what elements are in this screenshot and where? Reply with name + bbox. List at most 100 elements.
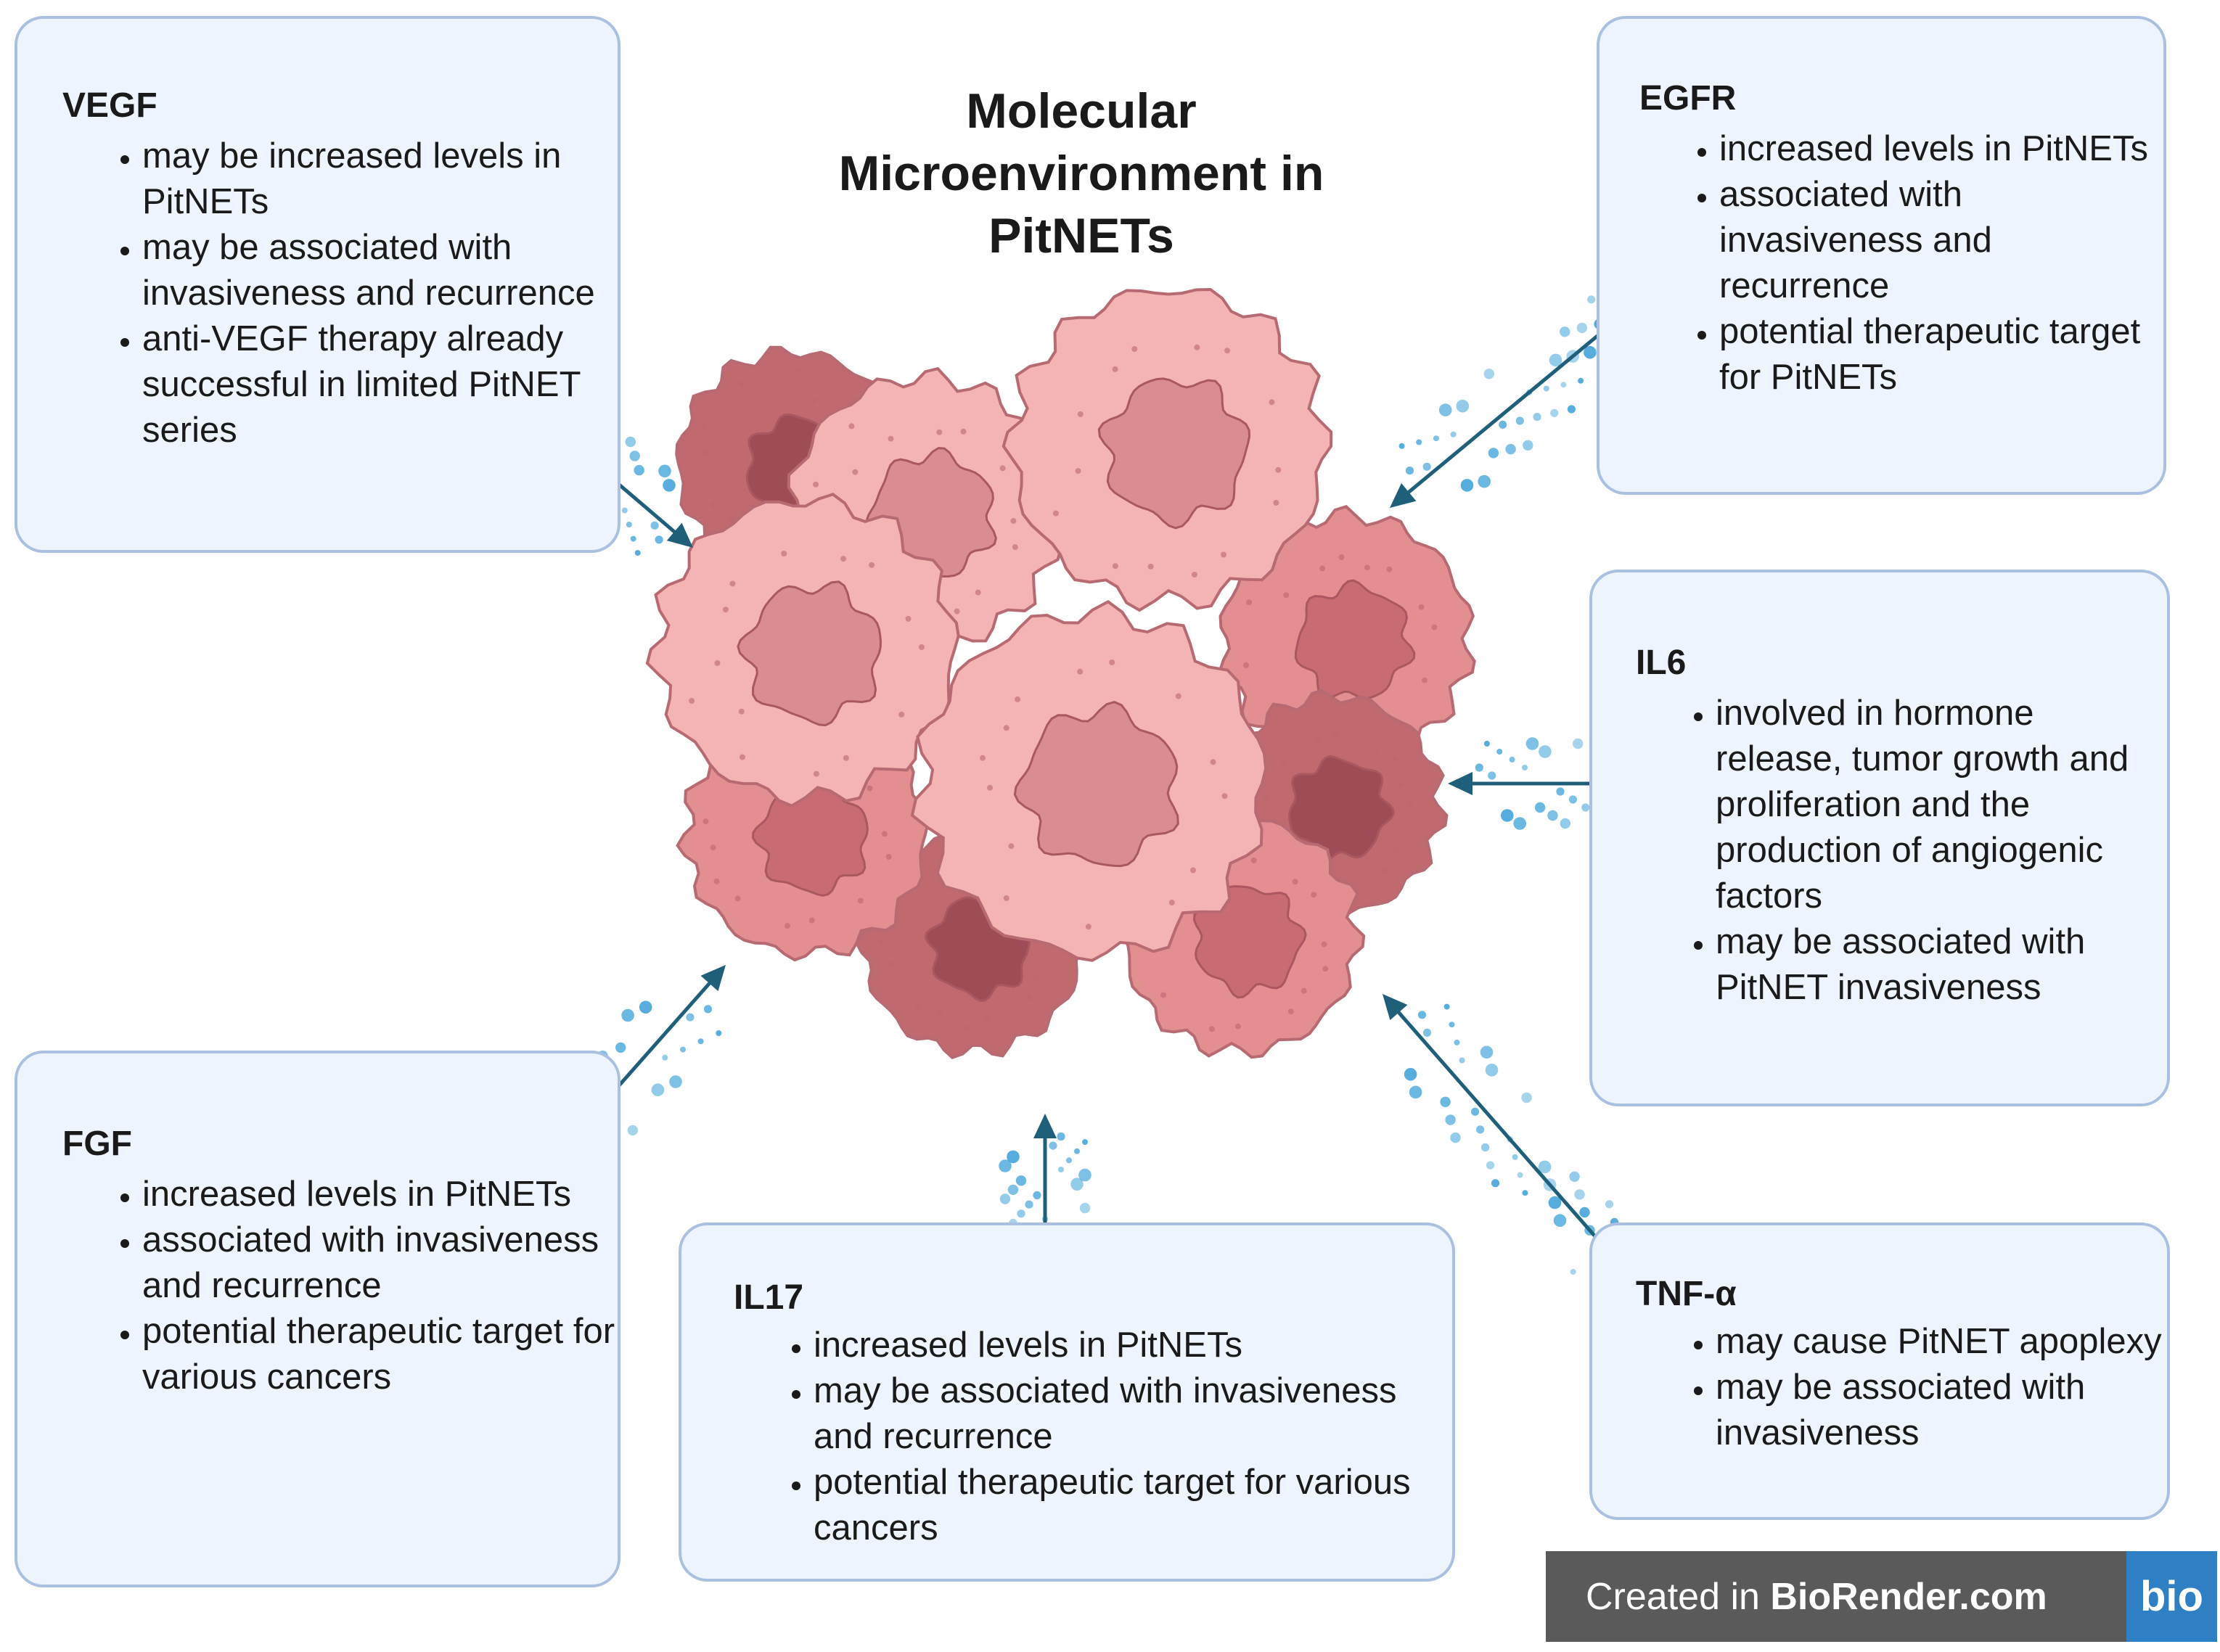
signal-dot <box>1033 1191 1041 1200</box>
signal-arrow-line <box>1395 1008 1616 1260</box>
badge-text: Created in BioRender.com <box>1546 1575 2126 1619</box>
signal-dot <box>1475 763 1483 772</box>
cell-speck <box>1364 564 1370 571</box>
cell-speck <box>1287 1008 1294 1015</box>
signal-dot <box>1584 345 1597 359</box>
bullet-list: may be increased levels in PitNETs may b… <box>62 133 618 453</box>
signal-dot <box>1522 1190 1528 1196</box>
cell-speck <box>1407 801 1413 807</box>
signal-dot <box>1547 810 1558 821</box>
cell-speck <box>954 608 960 615</box>
cell-speck <box>1269 399 1275 406</box>
signal-dot <box>680 1046 686 1053</box>
cell-speck <box>729 517 735 523</box>
cell-speck <box>1131 346 1138 352</box>
signal-dot <box>1057 1132 1065 1141</box>
cell-speck <box>1273 500 1279 506</box>
signal-dot <box>1007 1184 1019 1196</box>
cell-speck <box>1321 941 1327 948</box>
cell-speck <box>936 429 943 435</box>
list-item: associated with invasiveness and recurre… <box>142 1217 618 1309</box>
cell-speck <box>914 1005 921 1011</box>
cell-speck <box>1373 746 1380 752</box>
signal-dot <box>658 464 671 478</box>
box-heading: IL6 <box>1636 644 1687 682</box>
signal-dot <box>1422 1028 1432 1037</box>
cell-speck <box>1077 668 1084 675</box>
list-item: may be associated with PitNET invasivene… <box>1716 919 2167 1011</box>
signal-dot <box>1538 1160 1552 1174</box>
signal-dot <box>999 1193 1011 1204</box>
signal-dot <box>1483 741 1490 747</box>
cell-speck <box>960 428 967 435</box>
cell-speck <box>703 818 709 825</box>
cell-speck <box>980 755 986 761</box>
cell-speck <box>848 423 855 430</box>
signal-dot <box>716 1030 722 1036</box>
cell-speck <box>1246 599 1253 606</box>
cell-speck <box>1191 572 1197 578</box>
badge-brand: BioRender.com <box>1770 1575 2047 1618</box>
cell-speck <box>1292 879 1298 885</box>
cell-speck <box>1194 344 1200 350</box>
diagram-title: Molecular Microenvironment in PitNETs <box>791 80 1372 267</box>
il6-info-box: IL6 involved in hormone release, tumor g… <box>1589 570 2170 1106</box>
cell-speck <box>740 754 745 760</box>
cell-speck <box>1221 793 1228 800</box>
cell-speck <box>918 644 925 650</box>
signal-dot <box>1521 1092 1532 1104</box>
cell-speck <box>1015 696 1021 702</box>
cell-speck <box>1393 847 1399 853</box>
cell-speck <box>1275 467 1282 473</box>
cell-speck <box>1210 759 1216 765</box>
signal-dot <box>1505 443 1516 455</box>
cell-speck <box>878 939 884 945</box>
cell-nucleus <box>1294 579 1416 699</box>
cell-speck <box>1280 758 1287 765</box>
signal-dot <box>1491 1179 1500 1188</box>
bullet-list: increased levels in PitNETs associated w… <box>1639 126 2163 400</box>
bullet-list: may cause PitNET apoplexy may be associa… <box>1636 1319 2167 1456</box>
signal-dot <box>1512 1154 1518 1160</box>
list-item: increased levels in PitNETs <box>142 1172 618 1217</box>
signal-dot <box>1560 382 1567 388</box>
biorender-badge[interactable]: Created in BioRender.com bio <box>1546 1551 2217 1642</box>
cell-speck <box>1147 563 1154 570</box>
egfr-info-box: EGFR increased levels in PitNETs associa… <box>1597 16 2166 495</box>
cell-speck <box>1250 857 1257 863</box>
cell-speck <box>984 1017 991 1024</box>
vegf-info-box: VEGF may be increased levels in PitNETs … <box>15 16 620 553</box>
cell-speck <box>1033 974 1039 981</box>
arrowhead-icon <box>700 965 726 992</box>
signal-dot <box>1560 818 1570 829</box>
box-heading: EGFR <box>1639 79 1737 118</box>
title-line: PitNETs <box>988 208 1174 263</box>
cell-speck <box>1422 677 1428 683</box>
cell-speck <box>1075 468 1081 474</box>
cell-speck <box>1398 782 1404 789</box>
box-heading: IL17 <box>734 1278 804 1317</box>
cell-speck <box>1010 518 1017 524</box>
arrowhead-icon <box>1448 772 1473 795</box>
signal-dot <box>634 550 641 556</box>
cell-speck <box>710 845 716 851</box>
list-item: potential therapeutic target for various… <box>142 1309 618 1400</box>
cell-speck <box>722 607 729 613</box>
cell-speck <box>1283 592 1290 599</box>
arrowhead-icon <box>1390 483 1417 508</box>
signal-dot <box>1556 787 1565 796</box>
cell-speck <box>1386 566 1393 572</box>
signal-dot <box>1570 1269 1576 1275</box>
signal-dot <box>1480 1045 1494 1059</box>
cell-speck <box>1224 348 1231 354</box>
signal-dot <box>1579 1207 1590 1218</box>
cell-speck <box>857 897 864 904</box>
list-item: may cause PitNET apoplexy <box>1716 1319 2167 1365</box>
cell-speck <box>784 923 790 929</box>
signal-dot <box>1449 1022 1455 1028</box>
signal-dot <box>639 1000 652 1014</box>
list-item: increased levels in PitNETs <box>814 1323 1452 1368</box>
box-heading: VEGF <box>62 86 157 125</box>
signal-dot <box>1573 738 1584 749</box>
signal-dot <box>651 1083 665 1096</box>
